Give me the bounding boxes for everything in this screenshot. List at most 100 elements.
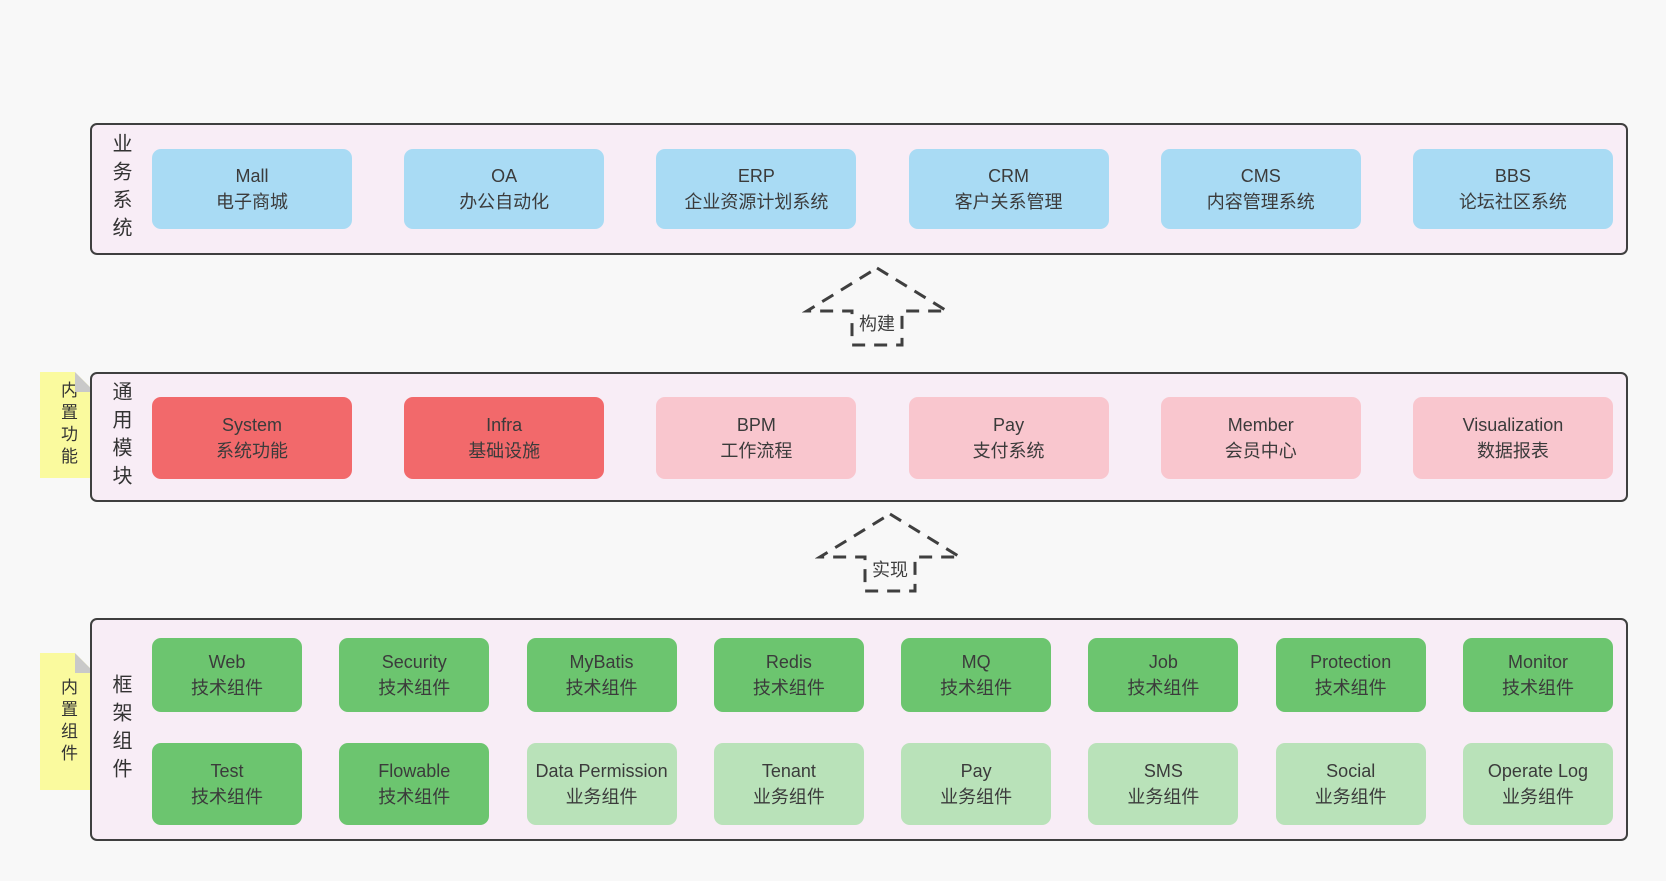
node-subtitle: 数据报表 (1476, 441, 1549, 461)
node-subtitle: 办公自动化 (459, 192, 550, 212)
node-test: Test 技术组件 (152, 743, 302, 825)
node-title: MyBatis (569, 652, 634, 672)
framework-components-row-2: Test 技术组件 Flowable 技术组件 Data Permission … (152, 743, 1613, 825)
dashed-up-arrow-icon (815, 512, 965, 593)
node-title: Pay (960, 761, 992, 781)
node-tenant: Tenant 业务组件 (713, 743, 864, 825)
node-title: Member (1227, 415, 1294, 435)
layer-common-modules: 通用模块 System 系统功能 Infra 基础设施 BPM 工作流程 Pay… (90, 372, 1628, 502)
node-system: System 系统功能 (152, 397, 352, 479)
node-title: Web (208, 652, 246, 672)
node-title: Mall (235, 166, 269, 186)
node-subtitle: 技术组件 (1501, 678, 1574, 698)
node-subtitle: 技术组件 (378, 787, 451, 807)
dashed-up-arrow-icon (802, 266, 952, 347)
node-infra: Infra 基础设施 (404, 397, 605, 479)
common-modules-row: System 系统功能 Infra 基础设施 BPM 工作流程 Pay 支付系统… (152, 397, 1613, 479)
business-systems-row: Mall 电子商城 OA 办公自动化 ERP 企业资源计划系统 CRM 客户关系… (152, 149, 1613, 229)
node-subtitle: 技术组件 (940, 678, 1013, 698)
layer-label-common-modules: 通用模块 (109, 381, 131, 493)
node-visualization: Visualization 数据报表 (1412, 397, 1613, 479)
node-cms: CMS 内容管理系统 (1160, 149, 1361, 229)
arrow-build-label: 构建 (856, 312, 898, 336)
node-subtitle: 技术组件 (1314, 678, 1387, 698)
framework-components-row-1: Web 技术组件 Security 技术组件 MyBatis 技术组件 Redi… (152, 638, 1613, 712)
node-title: Data Permission (535, 761, 668, 781)
node-subtitle: 技术组件 (1127, 678, 1200, 698)
node-subtitle: 业务组件 (565, 787, 638, 807)
node-subtitle: 技术组件 (565, 678, 638, 698)
node-member: Member 会员中心 (1160, 397, 1361, 479)
node-title: Visualization (1462, 415, 1564, 435)
node-protection: Protection 技术组件 (1275, 638, 1426, 712)
node-job: Job 技术组件 (1088, 638, 1239, 712)
node-social: Social 业务组件 (1275, 743, 1426, 825)
node-oa: OA 办公自动化 (404, 149, 605, 229)
node-monitor: Monitor 技术组件 (1462, 638, 1613, 712)
node-title: CMS (1240, 166, 1281, 186)
node-subtitle: 工作流程 (720, 441, 793, 461)
node-web: Web 技术组件 (152, 638, 302, 712)
node-subtitle: 业务组件 (752, 787, 825, 807)
node-subtitle: 会员中心 (1224, 441, 1297, 461)
node-title: Social (1326, 761, 1376, 781)
node-title: Job (1148, 652, 1178, 672)
node-mq: MQ 技术组件 (901, 638, 1052, 712)
node-subtitle: 企业资源计划系统 (684, 192, 829, 212)
node-subtitle: 业务组件 (940, 787, 1013, 807)
node-title: Protection (1310, 652, 1392, 672)
layer-label-business-systems: 业务系统 (109, 133, 131, 245)
node-title: Redis (765, 652, 812, 672)
node-mybatis: MyBatis 技术组件 (526, 638, 677, 712)
node-subtitle: 基础设施 (468, 441, 541, 461)
sticky-note-builtin-components: 内置组件 (40, 653, 95, 790)
node-title: Tenant (761, 761, 816, 781)
node-title: CRM (988, 166, 1030, 186)
node-subtitle: 技术组件 (378, 678, 451, 698)
node-title: Monitor (1507, 652, 1568, 672)
node-data-permission: Data Permission 业务组件 (526, 743, 677, 825)
node-erp: ERP 企业资源计划系统 (656, 149, 857, 229)
node-subtitle: 技术组件 (191, 678, 263, 698)
node-title: Flowable (378, 761, 451, 781)
node-pay: Pay 支付系统 (908, 397, 1109, 479)
layer-framework-components: 框架组件 Web 技术组件 Security 技术组件 MyBatis 技术组件… (90, 618, 1628, 841)
node-title: Test (210, 761, 244, 781)
node-subtitle: 支付系统 (972, 441, 1045, 461)
node-title: Infra (486, 415, 523, 435)
node-pay-biz: Pay 业务组件 (901, 743, 1052, 825)
node-title: Pay (993, 415, 1025, 435)
node-subtitle: 电子商城 (216, 192, 288, 212)
sticky-note-builtin-features: 内置功能 (40, 372, 95, 478)
node-title: MQ (961, 652, 991, 672)
node-subtitle: 业务组件 (1314, 787, 1387, 807)
arrow-implement-label: 实现 (869, 558, 911, 582)
node-title: OA (491, 166, 518, 186)
node-subtitle: 技术组件 (191, 787, 263, 807)
node-flowable: Flowable 技术组件 (339, 743, 490, 825)
node-subtitle: 系统功能 (216, 441, 288, 461)
node-subtitle: 内容管理系统 (1206, 192, 1315, 212)
node-mall: Mall 电子商城 (152, 149, 352, 229)
node-title: SMS (1143, 761, 1183, 781)
node-subtitle: 技术组件 (752, 678, 825, 698)
node-title: BPM (736, 415, 776, 435)
node-security: Security 技术组件 (339, 638, 490, 712)
node-title: BBS (1494, 166, 1531, 186)
sticky-note-text: 内置组件 (58, 677, 77, 766)
arrow-implement: 实现 (815, 512, 965, 594)
node-subtitle: 客户关系管理 (954, 192, 1063, 212)
layer-business-systems: 业务系统 Mall 电子商城 OA 办公自动化 ERP 企业资源计划系统 CRM… (90, 123, 1628, 255)
node-subtitle: 业务组件 (1127, 787, 1200, 807)
node-operate-log: Operate Log 业务组件 (1462, 743, 1613, 825)
node-title: Operate Log (1487, 761, 1588, 781)
sticky-note-text: 内置功能 (58, 381, 77, 469)
node-sms: SMS 业务组件 (1088, 743, 1239, 825)
node-crm: CRM 客户关系管理 (908, 149, 1109, 229)
node-title: ERP (737, 166, 775, 186)
node-title: System (221, 415, 282, 435)
layer-label-framework-components: 框架组件 (109, 673, 131, 786)
node-title: Security (381, 652, 447, 672)
node-subtitle: 论坛社区系统 (1458, 192, 1567, 212)
